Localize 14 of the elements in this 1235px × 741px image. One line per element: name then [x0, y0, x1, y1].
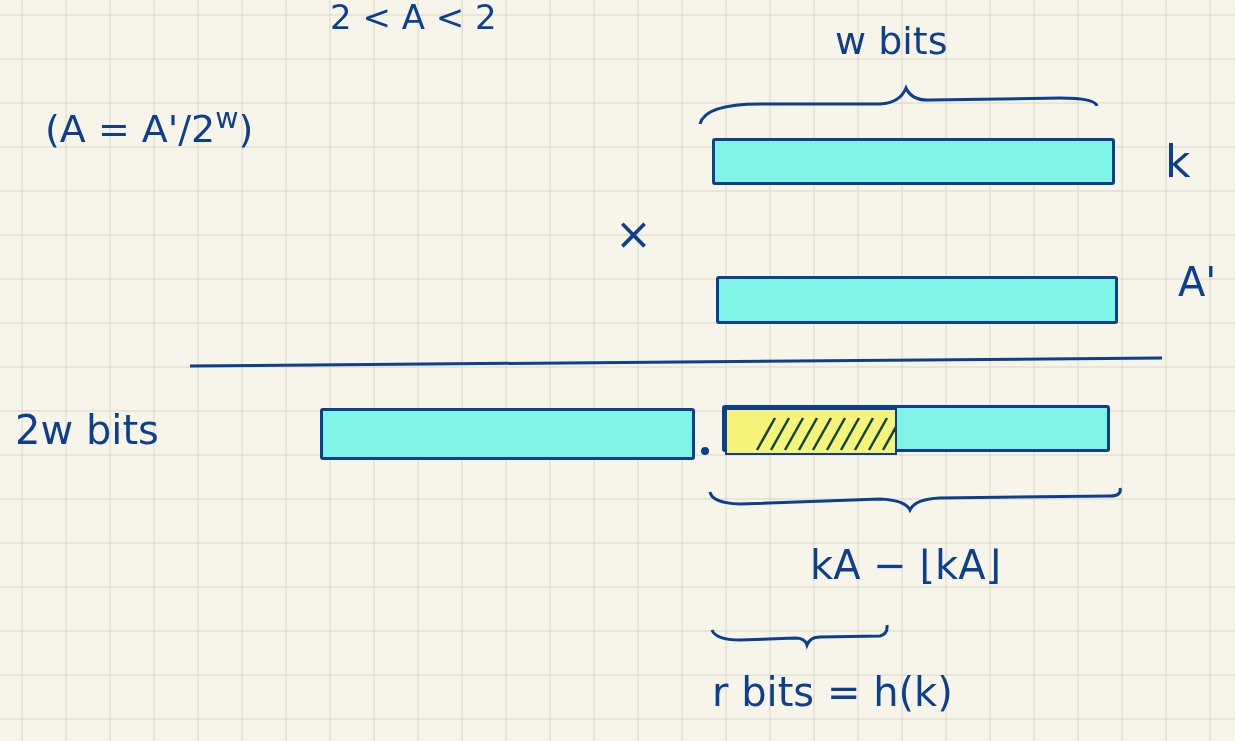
- math-label: ×: [615, 212, 652, 256]
- bit-bar: [712, 138, 1115, 185]
- math-label: k: [1165, 140, 1191, 184]
- math-label: (A = A'/2$^{w}$): [45, 110, 254, 148]
- math-label: A': [1178, 262, 1217, 302]
- math-label: 2w bits: [15, 410, 159, 450]
- bit-bar: [320, 408, 695, 460]
- math-label: kA − ⌊kA⌋: [810, 545, 1002, 585]
- hatched-segment: [725, 408, 897, 455]
- math-label: w bits: [835, 22, 948, 60]
- bit-bar: [716, 276, 1118, 324]
- math-label: r bits = h(k): [712, 672, 953, 712]
- math-label: 2 < A < 2: [330, 0, 497, 34]
- bit-bar: [722, 405, 1110, 452]
